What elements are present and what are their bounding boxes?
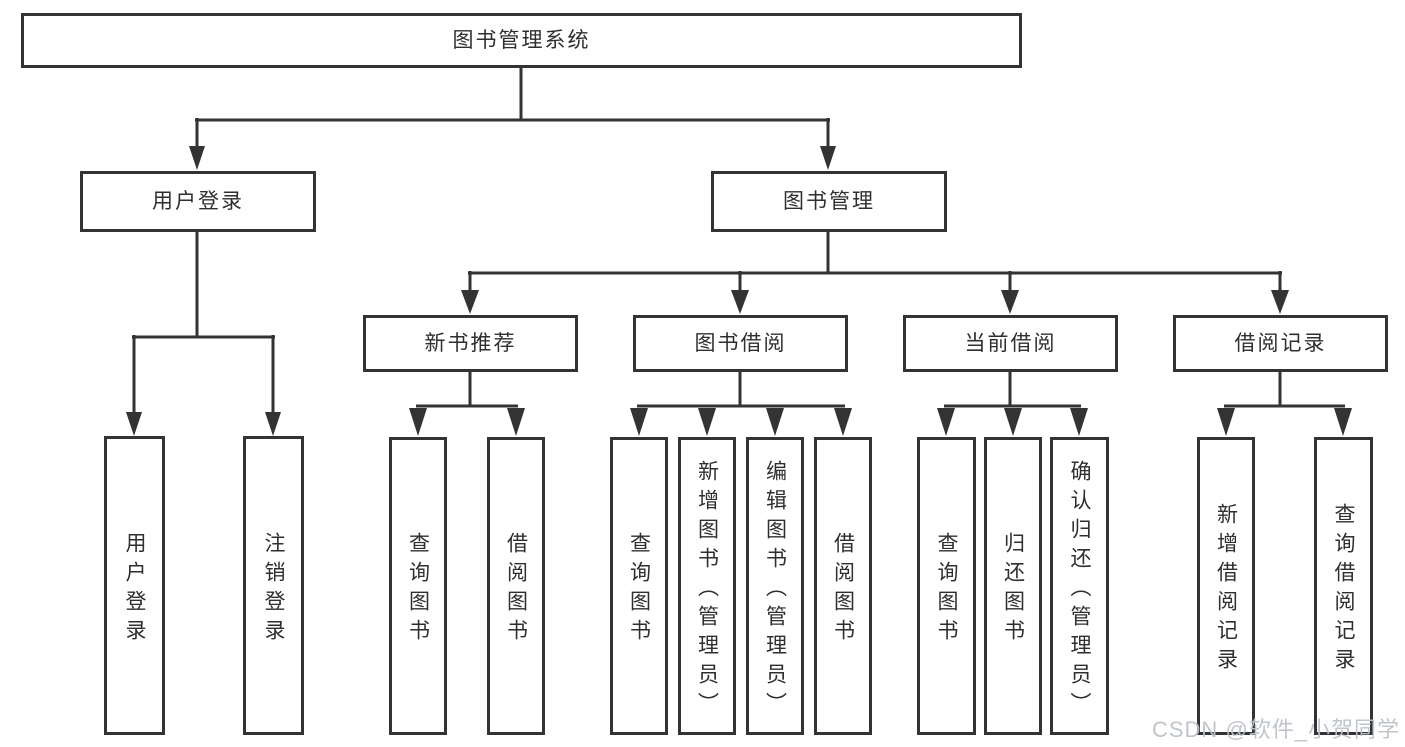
- node-label-leaf-edit-book: 编辑图书（管理员）: [763, 459, 787, 721]
- node-label-leaf-logout: 注销登录: [262, 531, 285, 648]
- node-label-new-book-rec: 新书推荐: [424, 332, 517, 355]
- node-label-leaf-query-record: 查询借阅记录: [1332, 503, 1355, 677]
- node-label-borrow-records: 借阅记录: [1234, 332, 1327, 355]
- node-borrow-records: 借阅记录: [1173, 315, 1388, 372]
- watermark: CSDN @软件_小贺同学: [1151, 717, 1400, 742]
- node-leaf-query-record: 查询借阅记录: [1314, 437, 1373, 735]
- node-label-leaf-add-record: 新增借阅记录: [1214, 503, 1238, 677]
- node-leaf-user-login: 用户登录: [104, 436, 165, 735]
- node-user-login: 用户登录: [80, 171, 316, 232]
- node-leaf-edit-book: 编辑图书（管理员）: [746, 437, 804, 735]
- node-label-book-borrow: 图书借阅: [694, 332, 787, 355]
- node-leaf-query-book-new: 查询图书: [389, 437, 447, 735]
- node-leaf-add-book: 新增图书（管理员）: [678, 437, 736, 735]
- node-label-leaf-borrow-book: 借阅图书: [831, 532, 855, 648]
- node-label-current-borrow: 当前借阅: [964, 332, 1057, 355]
- node-leaf-confirm-return: 确认归还（管理员）: [1050, 437, 1109, 735]
- node-leaf-return-book: 归还图书: [984, 437, 1042, 735]
- node-root: 图书管理系统: [21, 13, 1022, 68]
- node-label-leaf-query-book-new: 查询图书: [406, 532, 430, 648]
- node-book-borrow: 图书借阅: [633, 315, 848, 372]
- node-new-book-rec: 新书推荐: [363, 315, 578, 372]
- node-label-root: 图书管理系统: [452, 29, 591, 52]
- node-label-leaf-return-book: 归还图书: [1001, 532, 1025, 648]
- node-label-leaf-query-book-borrow: 查询图书: [627, 532, 651, 648]
- node-current-borrow: 当前借阅: [903, 315, 1118, 372]
- node-label-leaf-add-book: 新增图书（管理员）: [695, 459, 719, 721]
- node-book-mgmt: 图书管理: [711, 171, 947, 232]
- node-label-leaf-user-login: 用户登录: [123, 531, 146, 648]
- node-label-user-login: 用户登录: [152, 190, 244, 213]
- node-leaf-query-book-borrow: 查询图书: [610, 437, 668, 735]
- node-leaf-query-book-current: 查询图书: [917, 437, 976, 735]
- node-label-book-mgmt: 图书管理: [783, 190, 875, 213]
- node-label-leaf-borrow-book-new: 借阅图书: [504, 532, 528, 648]
- node-leaf-add-record: 新增借阅记录: [1197, 437, 1255, 735]
- node-label-leaf-confirm-return: 确认归还（管理员）: [1068, 459, 1091, 721]
- node-leaf-logout: 注销登录: [243, 436, 304, 735]
- node-leaf-borrow-book: 借阅图书: [814, 437, 872, 735]
- node-label-leaf-query-book-current: 查询图书: [935, 532, 958, 648]
- node-leaf-borrow-book-new: 借阅图书: [487, 437, 545, 735]
